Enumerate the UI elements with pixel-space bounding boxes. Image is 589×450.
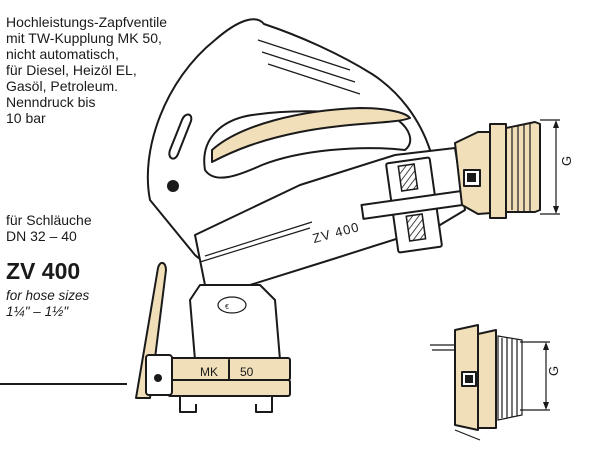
hose-en-line: 1¼" – 1½" [6, 304, 69, 319]
hose-en-line: for hose sizes [6, 288, 90, 303]
description-line: Nenndruck bis [6, 94, 96, 110]
description-line: nicht automatisch, [6, 46, 119, 62]
product-description: Hochleistungs-Zapfventile mit TW-Kupplun… [6, 14, 206, 126]
coupling-label-mk: MK [200, 365, 218, 379]
nozzle-barrel [194, 147, 466, 286]
model-title: ZV 400 [6, 258, 81, 284]
description-line: Gasöl, Petroleum. [6, 78, 119, 94]
description-line: für Diesel, Heizöl EL, [6, 62, 137, 78]
outlet-swivel [454, 119, 560, 219]
hose-size-english: for hose sizes 1¼" – 1½" [6, 288, 89, 320]
divider-rule [0, 383, 127, 385]
hook-lever [135, 262, 173, 399]
dimension-label-bottom: G [546, 366, 561, 376]
description-line: mit TW-Kupplung MK 50, [6, 30, 162, 46]
hose-de-line: für Schläuche [6, 212, 92, 228]
svg-text:€: € [225, 304, 229, 311]
dimension-label-top: G [559, 156, 574, 166]
description-line: 10 bar [6, 110, 46, 126]
fitting-detail [430, 324, 550, 441]
description-line: Hochleistungs-Zapfventile [6, 14, 168, 30]
hose-de-line: DN 32 – 40 [6, 228, 77, 244]
coupling-label-50: 50 [240, 365, 254, 379]
hose-size-german: für Schläuche DN 32 – 40 [6, 212, 92, 244]
hose-coupling: € MK 50 [167, 284, 291, 413]
